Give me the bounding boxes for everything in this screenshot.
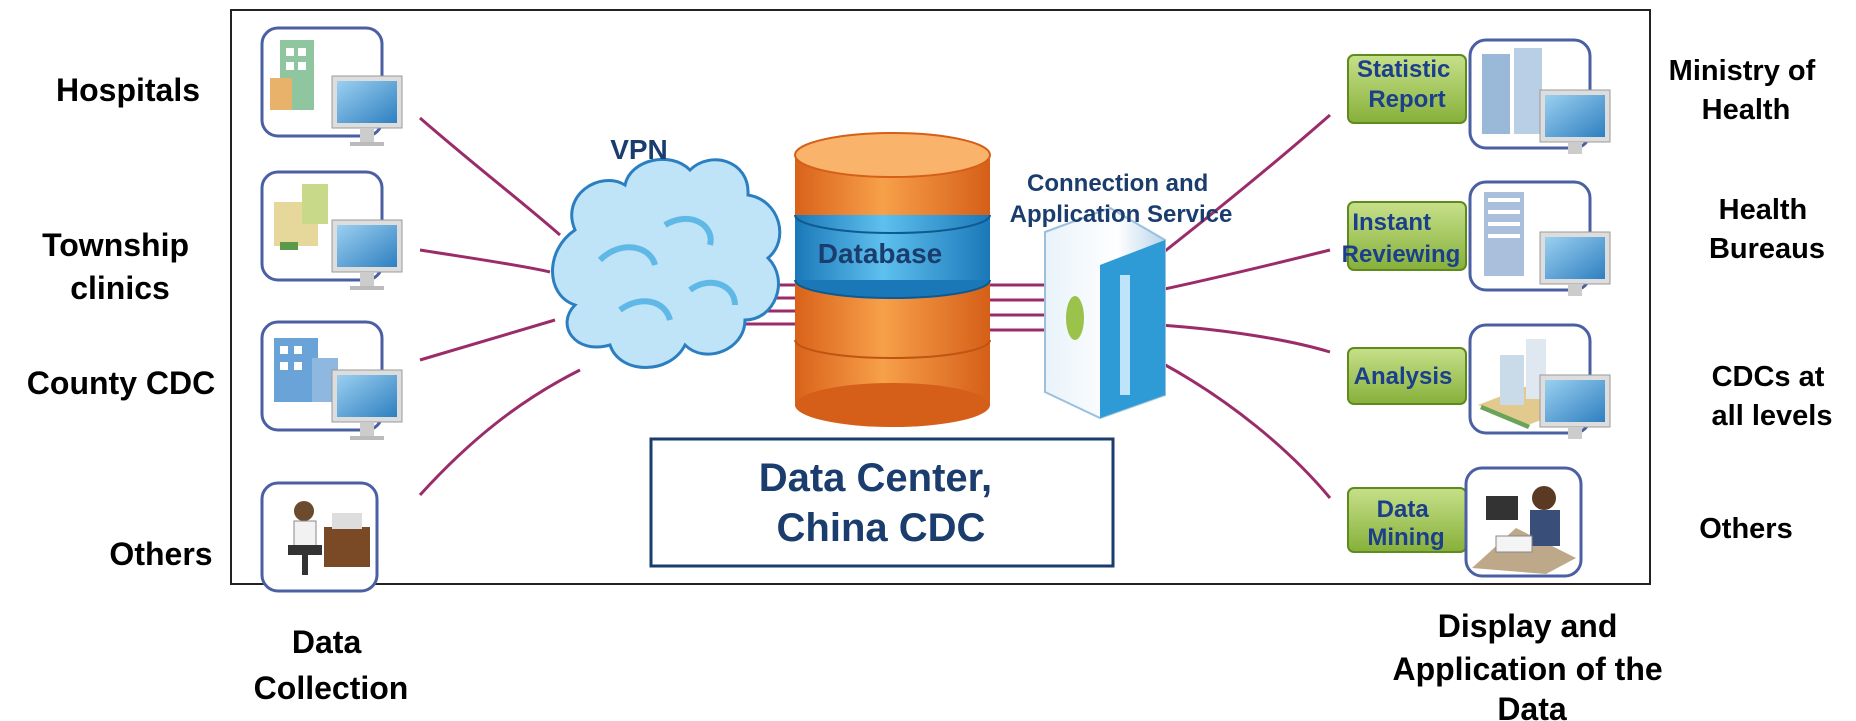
data-center-title: Data Center, China CDC [759, 456, 1004, 550]
link-reviewing [1159, 248, 1331, 292]
link-county [419, 318, 556, 362]
source-label-county: County CDC [27, 365, 215, 401]
data-center-box [649, 437, 1115, 568]
app-tag-bg [1347, 201, 1467, 271]
connection-lines [418, 113, 1332, 499]
display-caption: Display and Application of the Data [1392, 608, 1671, 721]
database-icon [794, 132, 991, 427]
source-label-hospitals: Hospitals [56, 72, 200, 108]
collection-caption: Data Collection [254, 624, 409, 706]
source-label-others: Others [109, 536, 212, 572]
link-mining [1159, 360, 1332, 499]
database-label: Database [818, 238, 943, 269]
source-icon-hospital [260, 26, 403, 146]
vpn-label: VPN [610, 134, 668, 165]
link-statistic [1159, 113, 1331, 257]
recipient-label-bureaus: Health Bureaus [1709, 194, 1825, 265]
source-icon-others [260, 481, 379, 593]
app-tag-statistic: Statistic Report [1357, 56, 1457, 113]
link-analysis [1159, 323, 1331, 354]
source-icon-county [260, 320, 403, 440]
source-icon-township [260, 170, 403, 290]
app-tag-reviewing: Instant Reviewing [1342, 209, 1461, 268]
app-tag-bg [1347, 54, 1467, 124]
app-tag-mining: Data Mining [1367, 496, 1444, 551]
source-label-township: Township clinics [42, 227, 198, 306]
link-township [419, 248, 551, 274]
service-label: Connection and Application Service [1010, 170, 1233, 228]
app-tag-analysis: Analysis [1354, 363, 1453, 390]
app-item-mining [1347, 466, 1583, 578]
link-hospitals [419, 116, 561, 237]
app-tag-bg [1347, 347, 1467, 405]
app-item-statistic [1347, 38, 1611, 154]
link-others [418, 368, 581, 497]
diagram-frame [230, 9, 1651, 585]
app-item-reviewing [1347, 180, 1611, 296]
app-item-analysis [1347, 323, 1611, 439]
recipient-label-ministry: Ministry of Health [1669, 55, 1824, 126]
recipient-label-cdcs: CDCs at all levels [1712, 361, 1833, 432]
recipient-label-others: Others [1699, 513, 1792, 545]
vpn-cloud-icon [551, 157, 782, 369]
server-icon [1044, 206, 1166, 420]
